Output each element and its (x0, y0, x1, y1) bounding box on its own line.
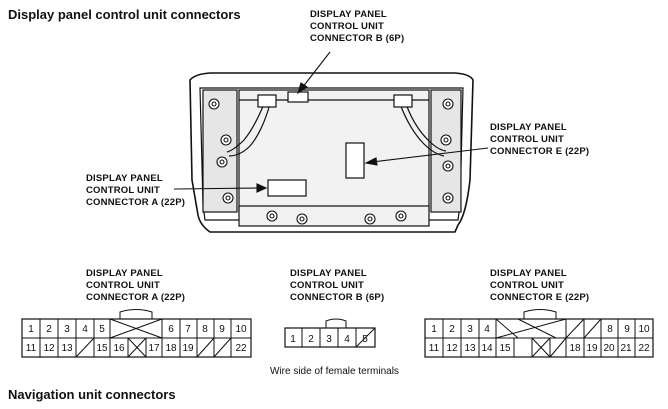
pin-e-2: 2 (449, 324, 455, 335)
connector-b-label-line1: DISPLAY PANEL (290, 268, 367, 279)
pin-e-19: 19 (586, 343, 598, 354)
pin-a-12: 12 (43, 343, 55, 354)
connector-e-label: DISPLAY PANEL CONTROL UNIT CONNECTOR E (… (490, 268, 589, 304)
pin-b-1: 1 (290, 334, 296, 345)
pin-b-2: 2 (308, 334, 314, 345)
pin-a-10: 10 (235, 324, 247, 335)
pin-a-7: 7 (185, 324, 191, 335)
pin-a-8: 8 (202, 324, 208, 335)
section-title-display: Display panel control unit connectors (8, 7, 241, 22)
callout-a-line3: CONNECTOR A (22P) (86, 197, 186, 208)
pin-a-13: 13 (61, 343, 73, 354)
callout-a-line1: DISPLAY PANEL (86, 173, 163, 184)
connector-b-label-line2: CONTROL UNIT (290, 280, 364, 291)
pin-a-22: 22 (235, 343, 247, 354)
pin-a-2: 2 (46, 324, 52, 335)
pin-a-17: 17 (148, 343, 160, 354)
connector-a-label-line3: CONNECTOR A (22P) (86, 292, 186, 303)
display-panel-illustration (173, 51, 489, 233)
connector-a-label-line1: DISPLAY PANEL (86, 268, 163, 279)
connector-e-label-line3: CONNECTOR E (22P) (490, 292, 590, 303)
connector-a-label-line2: CONTROL UNIT (86, 280, 160, 291)
pin-e-22: 22 (638, 343, 650, 354)
pin-e-13: 13 (464, 343, 476, 354)
pin-b-3: 3 (326, 334, 332, 345)
callout-b-line2: CONTROL UNIT (310, 21, 384, 32)
pin-e-21: 21 (620, 343, 632, 354)
connector-b-face (284, 318, 376, 348)
pin-e-10: 10 (638, 324, 650, 335)
pin-e-15: 15 (499, 343, 511, 354)
pin-a-11: 11 (26, 343, 37, 354)
pin-a-1: 1 (28, 324, 34, 335)
connector-a-face (21, 309, 252, 358)
pin-a-4: 4 (82, 324, 88, 335)
pin-a-18: 18 (165, 343, 177, 354)
callout-connector-a: DISPLAY PANEL CONTROL UNIT CONNECTOR A (… (86, 173, 185, 209)
connector-e-label-line1: DISPLAY PANEL (490, 268, 567, 279)
pin-e-8: 8 (607, 324, 613, 335)
pin-e-12: 12 (446, 343, 458, 354)
pin-a-3: 3 (64, 324, 70, 335)
pin-b-5: 5 (362, 334, 368, 345)
pin-b-4: 4 (344, 334, 350, 345)
connector-a-label: DISPLAY PANEL CONTROL UNIT CONNECTOR A (… (86, 268, 185, 304)
callout-e-line3: CONNECTOR E (22P) (490, 146, 590, 157)
callout-e-line2: CONTROL UNIT (490, 134, 564, 145)
pin-a-16: 16 (113, 343, 125, 354)
callout-b-line1: DISPLAY PANEL (310, 9, 387, 20)
pin-a-5: 5 (99, 324, 105, 335)
section-title-navigation: Navigation unit connectors (8, 387, 176, 402)
connector-faces: 1 2 3 4 5 6 7 8 9 10 11 12 13 15 16 17 1… (21, 309, 654, 358)
pin-a-19: 19 (182, 343, 194, 354)
pin-a-9: 9 (219, 324, 225, 335)
pin-a-15: 15 (96, 343, 108, 354)
pin-a-6: 6 (168, 324, 174, 335)
pin-e-9: 9 (624, 324, 630, 335)
callout-connector-e: DISPLAY PANEL CONTROL UNIT CONNECTOR E (… (490, 122, 589, 158)
pin-e-18: 18 (569, 343, 581, 354)
pin-e-11: 11 (429, 343, 440, 354)
caption-wire-side: Wire side of female terminals (270, 366, 399, 377)
pin-e-20: 20 (603, 343, 615, 354)
callout-connector-b: DISPLAY PANEL CONTROL UNIT CONNECTOR B (… (310, 9, 404, 45)
connector-e-label-line2: CONTROL UNIT (490, 280, 564, 291)
callout-a-line2: CONTROL UNIT (86, 185, 160, 196)
callout-e-line1: DISPLAY PANEL (490, 122, 567, 133)
connector-b-label: DISPLAY PANEL CONTROL UNIT CONNECTOR B (… (290, 268, 384, 304)
pin-e-14: 14 (481, 343, 493, 354)
connector-b-label-line3: CONNECTOR B (6P) (290, 292, 385, 303)
pin-e-4: 4 (484, 324, 490, 335)
connector-e-face (424, 309, 654, 358)
pin-e-1: 1 (431, 324, 437, 335)
callout-b-line3: CONNECTOR B (6P) (310, 33, 405, 44)
pin-e-3: 3 (467, 324, 473, 335)
